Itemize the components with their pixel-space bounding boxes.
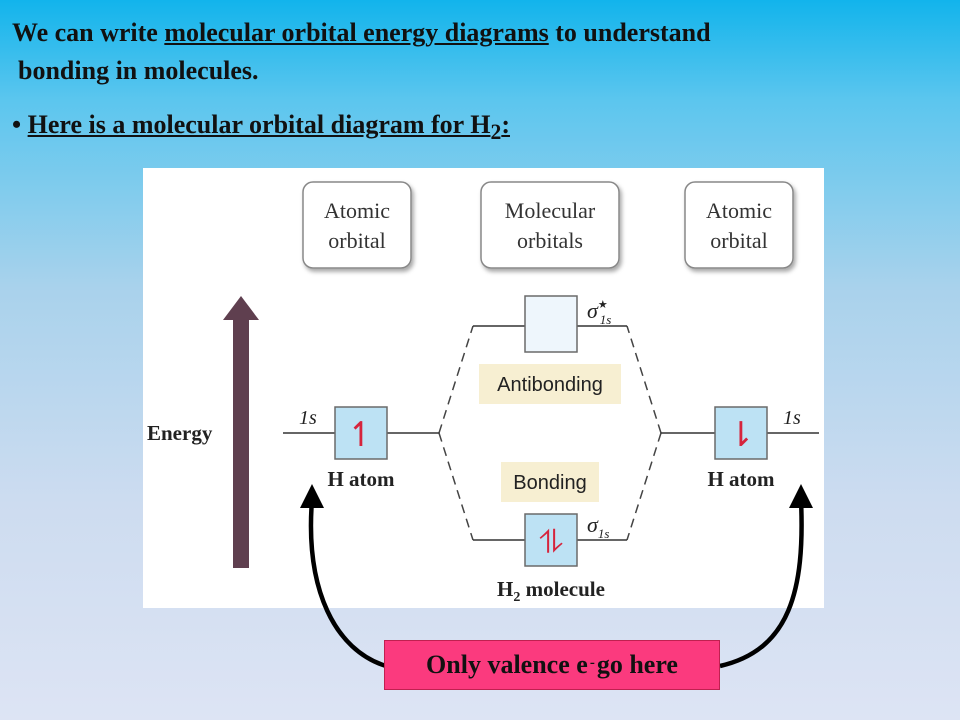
right-1s-label: 1s — [783, 407, 801, 429]
atomic-orbital-box-right: Atomic orbital — [684, 181, 794, 269]
left-1s-label: 1s — [299, 407, 317, 429]
molecule-label-subscript: 2 — [513, 590, 520, 605]
bonding-tag: Bonding — [501, 462, 599, 502]
sigma-symbol: σ — [587, 512, 599, 537]
atomic-orbital-box-left: Atomic orbital — [302, 181, 412, 269]
antibonding-tag: Antibonding — [479, 364, 621, 404]
bonding-electron-pair: ⥮ — [539, 524, 562, 560]
bullet-subscript: 2 — [490, 120, 502, 145]
h2-molecule-label: H2 molecule — [497, 577, 605, 605]
bullet-suffix: : — [501, 110, 510, 139]
headline-post: to understand — [548, 18, 711, 47]
callout-superscript: - — [589, 654, 595, 671]
bonding-level: ⥮ — [473, 513, 627, 567]
bullet-line: • Here is a molecular orbital diagram fo… — [12, 106, 510, 151]
atomic-orbital-right-line1: Atomic — [706, 198, 772, 223]
bullet-symbol: • — [12, 110, 22, 139]
headline: We can write molecular orbital energy di… — [12, 14, 711, 90]
right-electron-down-arrow: ⇂ — [727, 416, 756, 454]
energy-arrow — [223, 296, 259, 568]
atomic-orbital-left-line2: orbital — [328, 228, 385, 253]
bullet-text: Here is a molecular orbital diagram for … — [27, 110, 510, 144]
correlation-lines — [438, 325, 662, 541]
headline-pre: We can write — [12, 18, 165, 47]
left-electron-up-arrow: ↿ — [347, 416, 376, 454]
sigma-star-symbol: σ — [587, 298, 599, 323]
molecular-orbitals-box: Molecular orbitals — [480, 181, 620, 269]
left-1s-level: ↿ — [283, 406, 439, 460]
atomic-orbital-right-line2: orbital — [710, 228, 767, 253]
molecular-orbitals-line2: orbitals — [517, 228, 583, 253]
sigma-label: σ1s — [587, 512, 609, 541]
sigma-star-subscript: 1s — [600, 312, 612, 327]
atomic-orbital-left-line1: Atomic — [324, 198, 390, 223]
callout-post: go here — [596, 650, 678, 679]
molecular-orbitals-line1: Molecular — [505, 198, 596, 223]
molecule-label-rest: molecule — [520, 577, 605, 601]
callout-pre: Only valence e — [426, 650, 588, 679]
headline-term: molecular orbital energy diagrams — [164, 18, 549, 47]
bullet-text-main: Here is a molecular orbital diagram for … — [27, 110, 491, 139]
sigma-star-label: σ★1s — [587, 298, 611, 327]
left-callout-arrow — [308, 499, 387, 669]
left-arrowhead-icon — [300, 484, 324, 508]
bonding-label: Bonding — [513, 472, 586, 494]
left-atom-label: H atom — [327, 467, 395, 491]
energy-label: Energy — [147, 421, 213, 445]
antibonding-level — [473, 295, 627, 353]
right-1s-level: ⇂ — [661, 406, 819, 460]
antibonding-label: Antibonding — [497, 374, 603, 396]
sigma-subscript: 1s — [598, 526, 610, 541]
sigma-star-superscript: ★ — [598, 299, 608, 311]
right-atom-label: H atom — [707, 467, 775, 491]
valence-callout: Only valence e- go here — [384, 640, 720, 690]
right-callout-arrow — [719, 499, 804, 669]
headline-line2: bonding in molecules. — [18, 56, 259, 85]
molecule-label-h: H — [497, 577, 513, 601]
right-arrowhead-icon — [789, 484, 813, 508]
mo-diagram: Atomic orbital Molecular orbitals Atomic… — [147, 181, 819, 605]
mo-diagram-panel: Atomic orbital Molecular orbitals Atomic… — [143, 168, 824, 608]
